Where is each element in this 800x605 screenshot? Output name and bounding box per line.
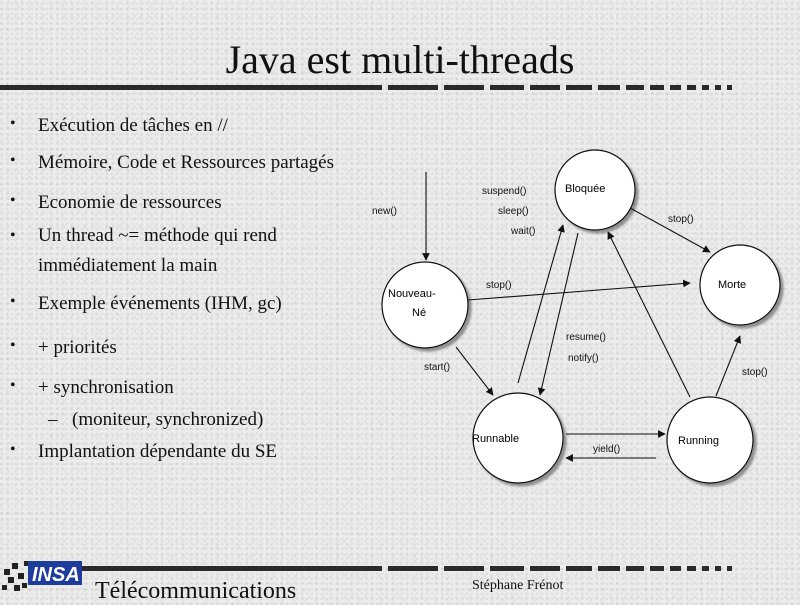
bullet-item: Implantation dépendante du SE [10,441,390,463]
label-suspend: suspend() [482,186,526,197]
footer-author: Stéphane Frénot [472,578,564,593]
state-label: Morte [718,279,746,291]
sub-bullet-item: (moniteur, synchronized) [10,409,390,431]
arrow-suspend [517,224,565,384]
arrow-running-blocked [607,231,691,398]
thread-state-diagram: Nouveau- Né Bloquée Morte Runnable Runni… [372,149,781,484]
label-resume: resume() [566,332,606,343]
bullet-item: Mémoire, Code et Ressources partagés [10,152,390,174]
arrow-stop-running [715,335,742,397]
insa-logo: INSA [2,561,82,591]
label-yield: yield() [593,444,620,455]
label-start: start() [424,362,450,373]
state-label: Running [678,435,719,447]
label-stop-blocked: stop() [668,214,694,225]
bullet-list: Exécution de tâches en // Mémoire, Code … [10,115,390,463]
state-label: Runnable [472,433,519,445]
logo-text: INSA [32,564,80,586]
state-running: Running [666,396,754,484]
slide-title: Java est multi-threads [225,37,575,82]
state-label: Bloquée [565,183,605,195]
bullet-item: Exécution de tâches en // [10,115,390,137]
title-divider [0,85,732,90]
state-morte: Morte [699,244,781,326]
arrow-resume [537,232,579,396]
state-nouveau-ne: Nouveau- Né [381,261,469,349]
bullet-item: + synchronisation [10,377,390,399]
label-wait: wait() [510,226,535,237]
label-new: new() [372,206,397,217]
label-notify: notify() [568,353,599,364]
footer-department: Télécommunications [95,578,297,604]
label-stop-new: stop() [486,280,512,291]
state-runnable: Runnable [472,392,564,484]
bullet-item: + priorités [10,337,390,359]
state-label: Nouveau- [388,288,436,300]
footer-divider [80,566,732,571]
arrow-start [455,346,494,396]
label-stop-running: stop() [742,367,768,378]
label-sleep: sleep() [498,206,529,217]
arrow-stop-new [467,279,691,301]
arrow-stop-blocked [629,207,711,253]
bullet-item: Exemple événements (IHM, gc) [10,293,390,315]
state-bloquee: Bloquée [554,149,636,231]
bullet-item: Un thread ~= méthode qui rend immédiatem… [10,221,338,281]
bullet-item: Economie de ressources [10,192,390,214]
state-label: Né [412,307,426,319]
